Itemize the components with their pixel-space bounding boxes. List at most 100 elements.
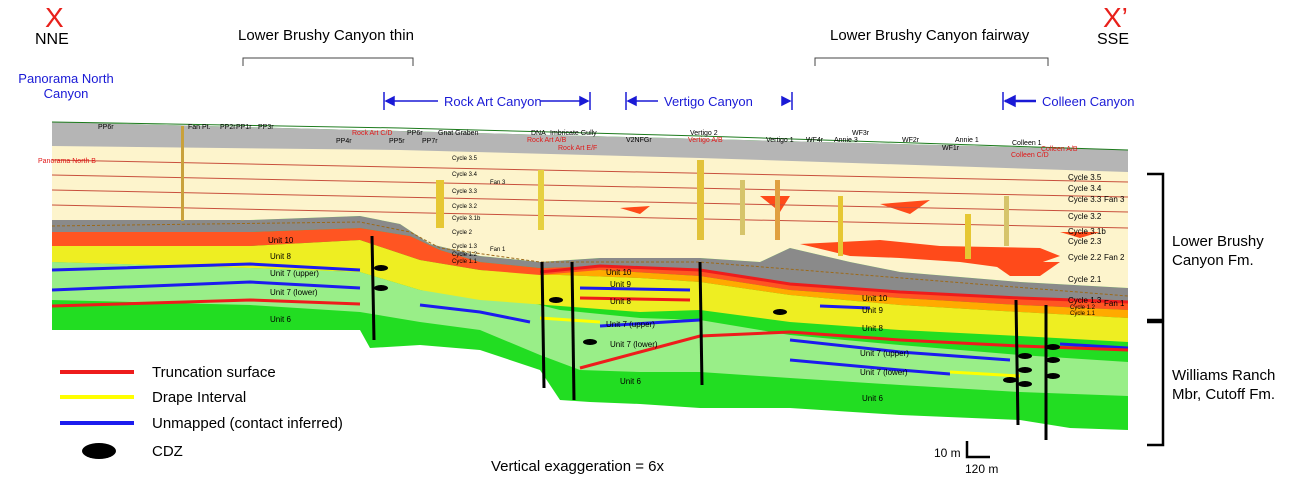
panorama-north-b-label: Panorama North B bbox=[38, 158, 96, 165]
well-columns bbox=[370, 235, 1048, 440]
unit-label: Unit 10 bbox=[606, 268, 632, 277]
unit-label: Unit 10 bbox=[862, 294, 888, 303]
formation-braces bbox=[1147, 172, 1165, 447]
unit-label: Unit 10 bbox=[268, 236, 294, 245]
unit-7-fill bbox=[52, 262, 1128, 396]
scale-vertical-label: 10 m bbox=[934, 446, 961, 460]
unit-8-fill bbox=[52, 240, 1128, 342]
cycle-label: Cycle 3.1b bbox=[1068, 227, 1106, 236]
fan-label: Fan 3 bbox=[490, 180, 506, 186]
canyon-panorama-text: Panorama North Canyon bbox=[18, 71, 114, 101]
unit-label: Unit 6 bbox=[862, 394, 883, 403]
topographic-surface bbox=[51, 121, 1129, 151]
unit-label: Unit 9 bbox=[862, 306, 883, 315]
legend-cdz: CDZ bbox=[60, 439, 183, 463]
legend-truncation: Truncation surface bbox=[60, 360, 276, 384]
well-label: PP6r bbox=[98, 124, 114, 131]
section-start-marker: X bbox=[45, 2, 64, 33]
well-label-red: Colleen C/D bbox=[1011, 152, 1049, 159]
well-label-red: Rock Art A/B bbox=[527, 137, 567, 144]
cycle-label: Cycle 1.2 bbox=[1070, 305, 1096, 311]
trend-thin-label: Lower Brushy Canyon thin bbox=[238, 27, 414, 44]
direction-right: SSE bbox=[1097, 31, 1130, 48]
cycle-label: Cycle 1.3 bbox=[1068, 296, 1102, 305]
legend-drape-label: Drape Interval bbox=[152, 388, 247, 406]
drape-gray-fill bbox=[52, 216, 1128, 302]
fan-body-red bbox=[1060, 232, 1100, 238]
cycle-label: Cycle 2 bbox=[452, 230, 473, 236]
well-label: Imbricate Gully bbox=[550, 130, 597, 137]
legend-cdz-label: CDZ bbox=[152, 442, 183, 460]
formation-upper-text: Lower Brushy Canyon Fm. bbox=[1172, 233, 1264, 269]
cycle-label: Cycle 3.1b bbox=[452, 216, 481, 222]
well-label: PP6r bbox=[407, 130, 423, 137]
well-label: DNA bbox=[531, 130, 546, 137]
fan-label: Fan 1 bbox=[490, 247, 506, 253]
cycle-label: Cycle 3.3 bbox=[452, 189, 478, 195]
cycle-label: Cycle 3.2 bbox=[1068, 212, 1102, 221]
unit-label: Unit 7 (lower) bbox=[860, 368, 908, 377]
well-label: PP1r bbox=[236, 124, 252, 131]
well-label: WF2r bbox=[902, 137, 920, 144]
unit-label: Unit 9 bbox=[610, 280, 631, 289]
well-label: WF3r bbox=[852, 130, 870, 137]
well-label: Fan Pt. bbox=[188, 124, 211, 131]
legend-cdz-swatch bbox=[82, 443, 116, 459]
unit-9-fill bbox=[540, 270, 1128, 318]
drape-lines bbox=[539, 316, 1021, 378]
well-label: Gnat Graben bbox=[438, 130, 479, 137]
legend-truncation-label: Truncation surface bbox=[152, 363, 276, 381]
trend-fairway-label: Lower Brushy Canyon fairway bbox=[830, 27, 1030, 44]
unit-label: Unit 8 bbox=[610, 297, 631, 306]
unit-label: Unit 7 (lower) bbox=[610, 340, 658, 349]
cycle-label: Cycle 3.5 bbox=[1068, 173, 1102, 182]
cycle-label: Cycle 3.2 bbox=[452, 204, 478, 210]
section-end-marker: X’ bbox=[1103, 2, 1128, 33]
cycle-lines bbox=[52, 159, 1128, 229]
vertical-exaggeration-label: Vertical exaggeration = 6x bbox=[491, 458, 665, 475]
scale-horizontal-label: 120 m bbox=[965, 462, 999, 476]
unit-label: Unit 6 bbox=[620, 377, 641, 386]
legend-unmapped-swatch bbox=[60, 421, 134, 425]
scale-bar bbox=[965, 441, 990, 459]
formation-lower-text: Williams Ranch Mbr, Cutoff Fm. bbox=[1172, 367, 1276, 403]
cycle-label: Cycle 2.1 bbox=[1068, 275, 1102, 284]
well-label: Vertigo 2 bbox=[690, 130, 718, 137]
cycle-label: Cycle 3.5 bbox=[452, 156, 478, 162]
legend-unmapped-label: Unmapped (contact inferred) bbox=[152, 414, 343, 432]
unit-label: Unit 8 bbox=[862, 324, 883, 333]
well-label-red: Rock Art C/D bbox=[352, 130, 393, 137]
unit-label: Unit 6 bbox=[270, 315, 291, 324]
well-label: PP3r bbox=[258, 124, 274, 131]
fan-body-red bbox=[620, 206, 650, 214]
well-label-red: Colleen A/B bbox=[1041, 146, 1078, 153]
measured-sections bbox=[181, 126, 1009, 259]
well-label: Vertigo 1 bbox=[766, 137, 794, 144]
legend-unmapped: Unmapped (contact inferred) bbox=[60, 411, 343, 435]
formation-lower-label: Williams Ranch Mbr, Cutoff Fm. bbox=[1172, 366, 1297, 404]
fan-label: Fan 3 bbox=[1104, 195, 1125, 204]
well-label: V2NFGr bbox=[626, 137, 652, 144]
fan-body-red bbox=[990, 262, 1060, 276]
cycle-label: Cycle 3.3 bbox=[1068, 195, 1102, 204]
formation-upper-label: Lower Brushy Canyon Fm. bbox=[1172, 232, 1292, 270]
well-label-red: Vertigo A/B bbox=[688, 137, 723, 144]
cycle-label: Cycle 3.4 bbox=[452, 172, 478, 178]
canyon-arrows bbox=[383, 92, 1036, 110]
cdz-markers bbox=[374, 265, 1060, 387]
top-gray-band bbox=[52, 122, 1128, 172]
direction-left: NNE bbox=[35, 31, 69, 48]
well-label: Colleen 1 bbox=[1012, 140, 1042, 147]
truncation-surfaces bbox=[52, 264, 1128, 370]
unit-label: Unit 7 (upper) bbox=[606, 320, 655, 329]
well-label: WF4r bbox=[806, 137, 824, 144]
well-label: PP7r bbox=[422, 138, 438, 145]
legend-drape-swatch bbox=[60, 395, 134, 399]
unit-label: Unit 7 (upper) bbox=[860, 349, 909, 358]
canyon-colleen-label: Colleen Canyon bbox=[1042, 94, 1135, 109]
well-label: PP4r bbox=[336, 138, 352, 145]
unit-label: Unit 8 bbox=[270, 252, 291, 261]
well-label: PP2r bbox=[220, 124, 236, 131]
unit-label: Unit 7 (lower) bbox=[270, 288, 318, 297]
